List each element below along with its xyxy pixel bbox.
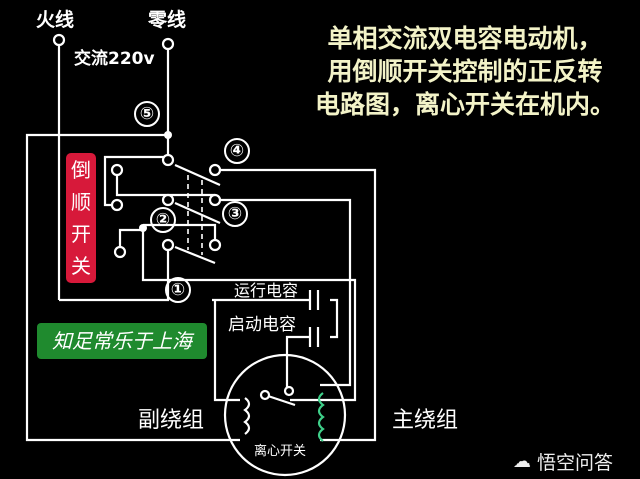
- brand-text: 悟空问答: [537, 452, 614, 474]
- switch-char: 开: [71, 222, 91, 246]
- aux-winding-label: 副绕组: [138, 408, 205, 433]
- ac-supply-label: 交流220v: [74, 49, 155, 69]
- switch-char: 倒: [71, 158, 91, 182]
- neutral-terminal: [161, 37, 175, 51]
- diagram-title: 单相交流双电容电动机， 用倒顺开关控制的正反转 电路图，离心开关在机内。: [300, 22, 630, 121]
- reversing-switch-label: 倒 顺 开 关: [66, 153, 96, 283]
- live-terminal: [52, 33, 66, 47]
- outer-left-wire: [25, 133, 240, 442]
- start-capacitor-label: 启动电容: [228, 315, 296, 335]
- title-line: 单相交流双电容电动机，: [327, 24, 603, 53]
- brand-logo: ☁ 悟空问答: [513, 448, 613, 475]
- terminal-1: ①: [165, 277, 191, 303]
- main-winding-label: 主绕组: [392, 408, 459, 433]
- neutral-wire-label: 零线: [148, 9, 187, 31]
- switch-char: 关: [71, 254, 91, 278]
- wukong-cloud-icon: ☁: [513, 451, 531, 472]
- run-capacitor-label: 运行电容: [234, 281, 299, 300]
- title-line: 用倒顺开关控制的正反转: [327, 57, 603, 86]
- terminal-5: ⑤: [134, 101, 160, 127]
- title-line: 电路图，离心开关在机内。: [314, 90, 615, 119]
- terminal-4: ④: [224, 138, 250, 164]
- centrifugal-switch-label: 离心开关: [254, 444, 307, 459]
- switch-char: 顺: [71, 190, 91, 214]
- terminal-2: ②: [150, 207, 176, 233]
- live-wire-label: 火线: [36, 9, 75, 31]
- motor-circle: [223, 353, 347, 477]
- terminal-3: ③: [222, 201, 248, 227]
- watermark-badge: 知足常乐于上海: [37, 323, 207, 359]
